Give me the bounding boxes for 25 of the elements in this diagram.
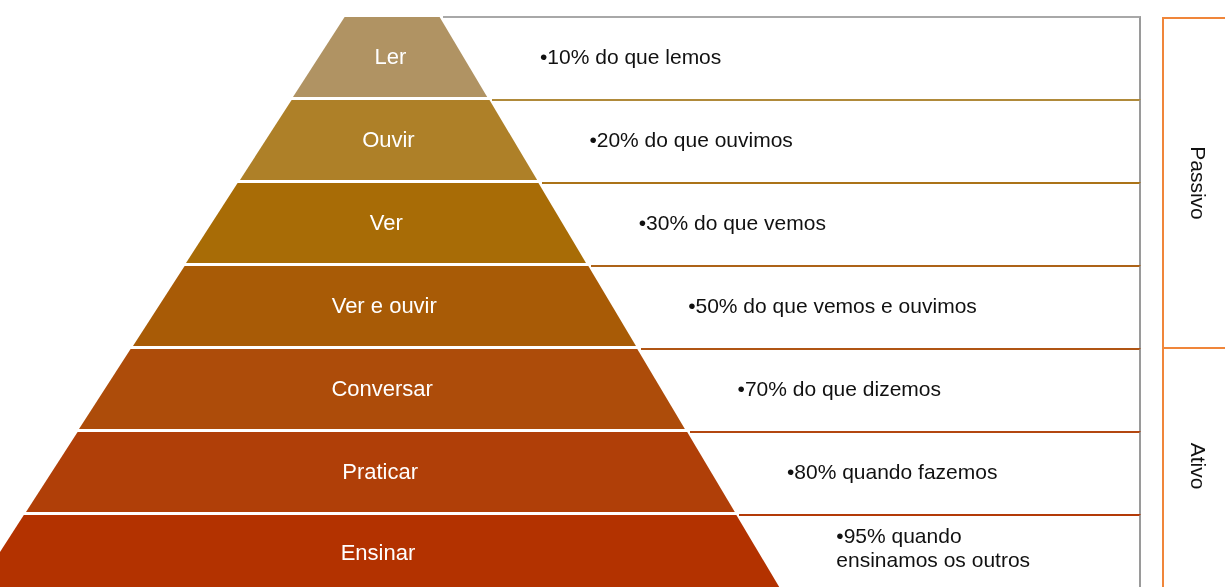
text-row bbox=[443, 16, 1141, 99]
level-label: Ouvir bbox=[361, 127, 416, 153]
level-label: Ver e ouvir bbox=[330, 293, 438, 319]
percentage-text: •95% quando ensinamos os outros bbox=[836, 524, 1032, 572]
text-row bbox=[591, 265, 1141, 348]
text-row bbox=[640, 348, 1141, 431]
level-label: Ler bbox=[373, 44, 408, 70]
percentage-text: •20% do que ouvimos bbox=[589, 127, 793, 151]
percentage-text: •70% do que dizemos bbox=[737, 376, 941, 400]
bracket-panel bbox=[1162, 347, 1225, 587]
level-label: Praticar bbox=[341, 459, 419, 485]
text-row bbox=[541, 182, 1141, 265]
text-row bbox=[492, 99, 1141, 182]
percentage-text: •50% do que vemos e ouvimos bbox=[688, 293, 977, 317]
bracket-panel bbox=[1162, 17, 1225, 347]
group-label: Passivo bbox=[1186, 146, 1210, 220]
text-row bbox=[689, 431, 1141, 514]
group-label: Ativo bbox=[1186, 442, 1210, 490]
percentage-text: •80% quando fazemos bbox=[786, 459, 998, 483]
percentage-text: •10% do que lemos bbox=[540, 44, 722, 68]
level-label: Conversar bbox=[330, 376, 434, 402]
text-row bbox=[739, 514, 1141, 587]
level-label: Ensinar bbox=[339, 540, 417, 566]
percentage-text: •30% do que vemos bbox=[638, 210, 826, 234]
level-label: Ver bbox=[368, 210, 404, 236]
